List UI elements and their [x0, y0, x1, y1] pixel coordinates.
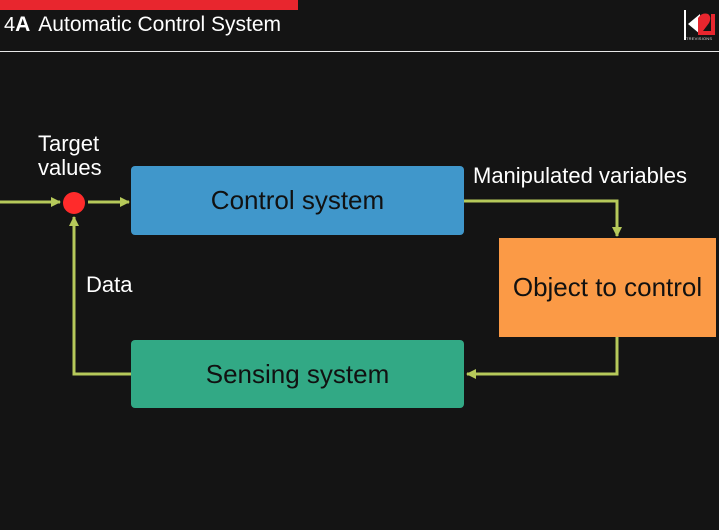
title-text: Automatic Control System: [38, 13, 282, 36]
sensing-system-box: Sensing system: [131, 340, 464, 408]
control-system-box: Control system: [131, 166, 464, 235]
target-values-label: Target values: [38, 131, 102, 180]
header-accent-bar: [0, 0, 298, 10]
data-label: Data: [86, 272, 133, 297]
page-title: 4A Automatic Control System: [4, 12, 281, 38]
object-to-control-box: Object to control: [499, 238, 716, 337]
summing-point: [63, 192, 85, 214]
header-divider: [0, 51, 719, 52]
arrow-sensing-to-sum: [69, 216, 131, 376]
section-number: 4: [4, 14, 16, 36]
arrow-control-to-object: [464, 199, 622, 237]
brand-logo-icon: [684, 10, 715, 40]
arrow-object-to-sensing: [466, 337, 619, 379]
brand-logo-text: TREVISIONS: [686, 36, 713, 41]
section-letter: A: [15, 13, 31, 36]
manipulated-variables-label: Manipulated variables: [473, 163, 688, 188]
